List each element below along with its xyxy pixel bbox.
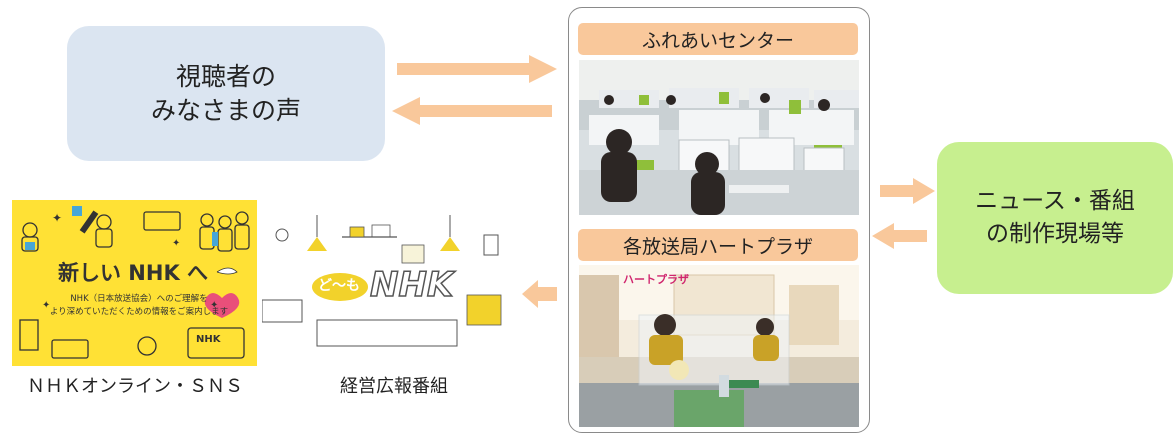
poster-text-2: より深めていただくための情報をご案内します <box>49 307 229 317</box>
svg-text:✦: ✦ <box>172 238 180 249</box>
arrow-to-news <box>880 178 935 204</box>
poster-title: 新しい NHK へ <box>58 261 209 285</box>
arrow-from-news <box>872 223 927 249</box>
heart-plaza-sign: ハートプラザ <box>623 273 689 286</box>
arrow-to-viewers <box>392 97 552 125</box>
domo-nhk-image: ど〜も NHK <box>262 215 512 356</box>
poster-badge: NHK <box>196 334 221 345</box>
viewers-line1: 視聴者の <box>175 61 276 91</box>
fureai-center-photo <box>579 60 859 215</box>
svg-text:✦: ✦ <box>52 211 62 225</box>
heart-plaza-label: 各放送局ハートプラザ <box>578 229 858 261</box>
center-frame <box>568 7 870 433</box>
viewers-line2: みなさまの声 <box>150 95 301 125</box>
domo-logo-right: NHK <box>369 264 454 306</box>
svg-text:✦: ✦ <box>210 300 218 311</box>
heart-plaza-photo: ハートプラザ <box>579 265 859 427</box>
news-line2: の制作現場等 <box>986 221 1124 247</box>
news-line1: ニュース・番組 <box>975 188 1135 214</box>
news-production-box: ニュース・番組 の制作現場等 <box>937 142 1173 294</box>
nhk-online-caption: ＮＨＫオンライン・ＳＮＳ <box>27 376 243 397</box>
domo-logo-left: ど〜も <box>318 278 360 294</box>
svg-text:✦: ✦ <box>42 300 50 311</box>
arrow-to-center <box>397 55 557 83</box>
nhk-online-poster: ✦ ✦ ✦ ✦ 新しい NHK へ NHK（日本放送協会）へのご理解を より深め… <box>12 200 257 366</box>
poster-text-1: NHK（日本放送協会）へのご理解を <box>70 294 208 304</box>
domo-caption: 経営広報番組 <box>340 376 448 397</box>
fureai-center-label: ふれあいセンター <box>578 23 858 55</box>
arrow-to-domo <box>522 280 557 308</box>
viewers-voice-box: 視聴者の みなさまの声 <box>67 26 385 161</box>
